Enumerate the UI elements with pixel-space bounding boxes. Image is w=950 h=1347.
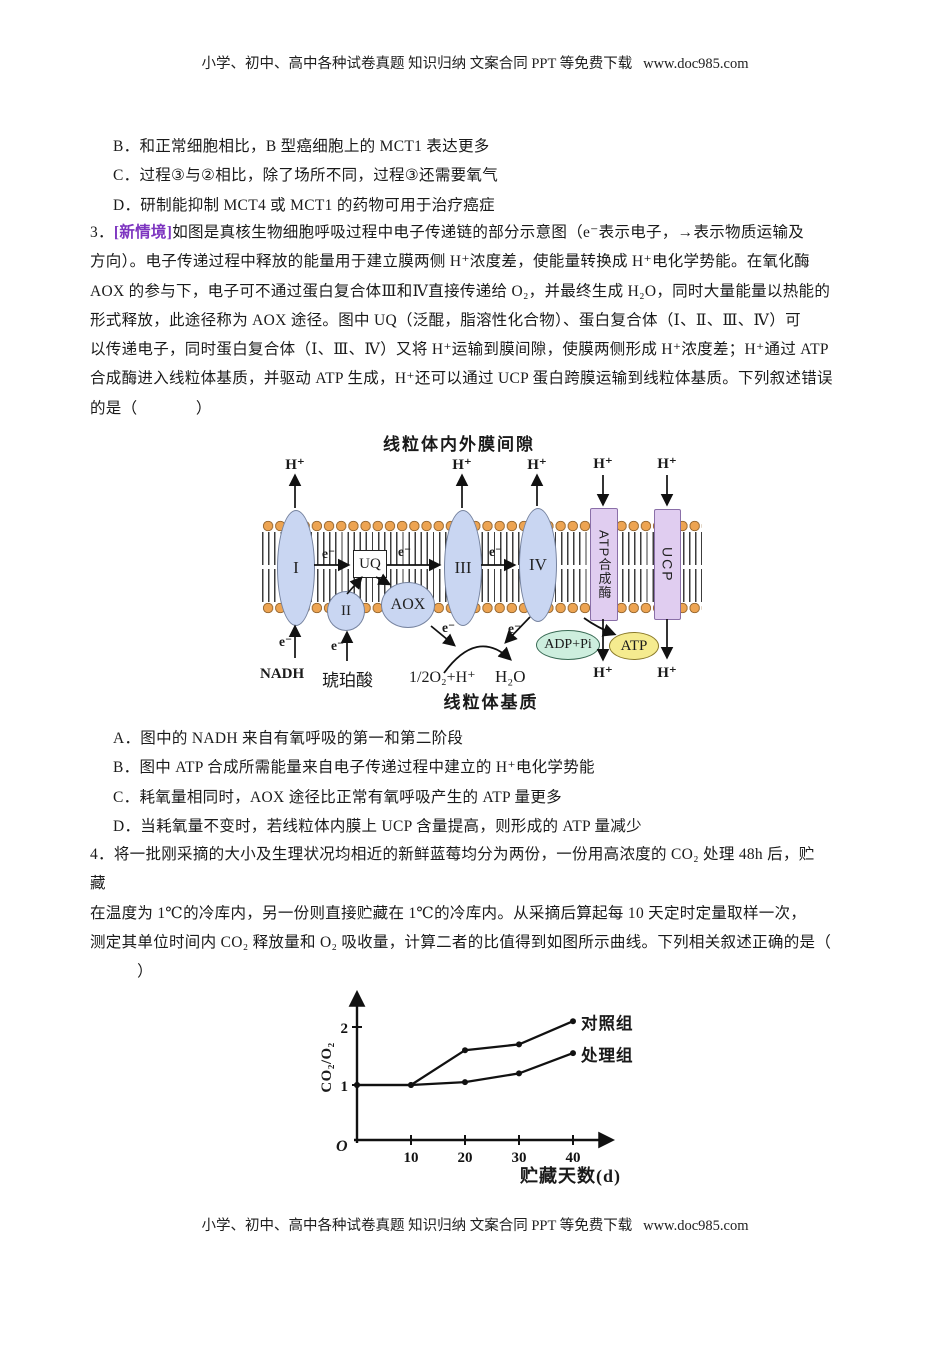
q4-line4: 测定其单位时间内 CO₂ 释放量和 O₂ 吸收量，计算二者的比值得到如图所示曲线… <box>90 933 832 951</box>
h-plus-label: H⁺ <box>657 665 677 681</box>
electron-label: e⁻ <box>331 638 345 653</box>
q3-stem-line5: 以传递电子，同时蛋白复合体（Ⅰ、Ⅲ、Ⅳ）又将 H⁺运输到膜间隙，使膜两侧形成 H… <box>90 341 829 359</box>
h-plus-label: H⁺ <box>452 457 472 473</box>
complex-IV-label: IV <box>529 555 547 574</box>
q4-line3: 在温度为 1℃的冷库内，另一份则直接贮藏在 1℃的冷库内。从采摘后算起每 10 … <box>90 904 807 922</box>
q4-line2: 藏 <box>90 875 106 893</box>
q3-stem: 3．[新情境]如图是真核生物细胞呼吸过程中电子传递链的部分示意图（e⁻表示电子，… <box>90 218 880 423</box>
q2-option-b: B．和正常细胞相比，B 型癌细胞上的 MCT1 表达更多 <box>113 138 490 155</box>
ucp-label: UCP <box>659 546 676 583</box>
h-plus-label: H⁺ <box>657 456 677 472</box>
electron-label: e⁻ <box>489 544 503 559</box>
electron-label: e⁻ <box>322 546 336 561</box>
header-watermark: 小学、初中、高中各种试卷真题 知识归纳 文案合同 PPT 等免费下载 www.d… <box>201 56 749 72</box>
complex-II-label: II <box>341 602 351 619</box>
x-tick-label: 10 <box>404 1150 419 1166</box>
q3-stem-line3: AOX 的参与下，电子可不通过蛋白复合体Ⅲ和Ⅳ直接传递给 O₂，并最终生成 H₂… <box>90 282 831 300</box>
diagram-arrows <box>288 473 674 674</box>
q3-number: 3． <box>90 224 114 241</box>
mitochondria-diagram: 线粒体内外膜间隙 I III IV II AOX UQ ATP合成酶 UCP A… <box>248 428 718 718</box>
q3-option-c: C．耗氧量相同时，AOX 途径比正常有氧呼吸产生的 ATP 量更多 <box>113 788 562 806</box>
legend-label-1: 处理组 <box>581 1046 634 1066</box>
x-tick-label: 20 <box>458 1150 473 1166</box>
q3-stem-line2: 方向）。电子传递过程中释放的能量用于建立膜两侧 H⁺浓度差，使能量转换成 H⁺电… <box>90 253 810 271</box>
complex-III-label: III <box>454 558 472 577</box>
complex-I: I <box>277 510 315 626</box>
q3-option-b: B．图中 ATP 合成所需能量来自电子传递过程中建立的 H⁺电化学势能 <box>113 759 595 777</box>
intermembrane-space-label: 线粒体内外膜间隙 <box>383 435 535 454</box>
h-plus-label: H⁺ <box>285 457 305 473</box>
adp-pi-label: ADP+Pi <box>544 637 592 652</box>
aox-enzyme: AOX <box>381 582 435 628</box>
complex-III: III <box>444 510 482 626</box>
y-tick-label: 1 <box>341 1079 349 1095</box>
x-tick-label: 30 <box>512 1150 527 1166</box>
co2-o2-ratio-chart: 10 20 30 40 1 2 CO₂/O₂ 贮藏天数(d) O 对照组处理组 <box>292 985 682 1210</box>
adp-pi-blob: ADP+Pi <box>536 630 600 660</box>
q2-options: B．和正常细胞相比，B 型癌细胞上的 MCT1 表达更多 C．过程③与②相比，除… <box>113 132 498 220</box>
y-tick-label: 2 <box>341 1021 349 1037</box>
complex-I-label: I <box>293 558 299 577</box>
chart-origin-label: O <box>336 1138 348 1155</box>
q3-options: A．图中的 NADH 来自有氧呼吸的第一和第二阶段 B．图中 ATP 合成所需能… <box>113 724 642 841</box>
aox-label: AOX <box>390 596 426 613</box>
complex-IV: IV <box>519 508 557 622</box>
q3-option-d: D．当耗氧量不变时，若线粒体内膜上 UCP 含量提高，则形成的 ATP 量减少 <box>113 817 642 835</box>
q2-option-d: D．研制能抑制 MCT4 或 MCT1 的药物可用于治疗癌症 <box>113 196 495 214</box>
atp-synthase-label: ATP合成酶 <box>596 529 612 600</box>
lipid-tails-upper <box>262 532 702 565</box>
q3-new-context-tag: [新情境] <box>113 224 173 241</box>
ucp-protein: UCP <box>654 509 681 620</box>
h-plus-label: H⁺ <box>593 665 613 681</box>
q3-option-a: A．图中的 NADH 来自有氧呼吸的第一和第二阶段 <box>113 730 464 747</box>
chart-y-axis-label: CO₂/O₂ <box>319 1042 335 1093</box>
electron-label: e⁻ <box>279 634 293 649</box>
q4-line5: ） <box>112 963 153 981</box>
water-label: H₂O <box>495 667 526 686</box>
atp-label: ATP <box>620 637 648 654</box>
h-plus-label: H⁺ <box>527 457 547 473</box>
q4-stem: 4．将一批刚采摘的大小及生理状况均相近的新鲜蓝莓均分为两份，一份用高浓度的 CO… <box>90 840 880 986</box>
electron-label: e⁻ <box>508 621 522 636</box>
atp-synthase: ATP合成酶 <box>590 508 618 621</box>
chart-x-axis-label: 贮藏天数(d) <box>520 1166 621 1186</box>
atp-blob: ATP <box>609 632 659 660</box>
complex-II: II <box>327 591 365 631</box>
h-plus-label: H⁺ <box>593 456 613 472</box>
oxygen-label: 1/2O₂+H⁺ <box>409 669 476 686</box>
nadh-label: NADH <box>260 666 305 682</box>
uq-carrier: UQ <box>353 550 387 578</box>
q3-stem-line6: 合成酶进入线粒体基质，并驱动 ATP 生成，H⁺还可以通过 UCP 蛋白跨膜运输… <box>90 370 833 388</box>
legend-label-0: 对照组 <box>581 1014 634 1034</box>
electron-label: e⁻ <box>442 620 456 635</box>
electron-label: e⁻ <box>398 544 412 559</box>
x-tick-label: 40 <box>566 1150 581 1166</box>
q3-stem-line1: 3．[新情境]如图是真核生物细胞呼吸过程中电子传递链的部分示意图（e⁻表示电子，… <box>90 218 880 247</box>
q4-line1: 4．将一批刚采摘的大小及生理状况均相近的新鲜蓝莓均分为两份，一份用高浓度的 CO… <box>90 846 815 863</box>
q3-stem-line4: 形式释放，此途径称为 AOX 途径。图中 UQ（泛醌，脂溶性化合物）、蛋白复合体… <box>90 311 801 329</box>
q2-option-c: C．过程③与②相比，除了场所不同，过程③还需要氧气 <box>113 167 499 185</box>
line-chart-canvas: 10 20 30 40 1 2 <box>341 989 616 1166</box>
matrix-label: 线粒体基质 <box>443 693 539 712</box>
q3-stem-line7: 的是（ ） <box>90 399 212 417</box>
q3-stem-line1-text: 如图是真核生物细胞呼吸过程中电子传递链的部分示意图（e⁻表示电子，→表示物质运输… <box>172 224 805 241</box>
uq-label: UQ <box>359 555 381 572</box>
succinate-label: 琥珀酸 <box>322 671 373 690</box>
footer-watermark: 小学、初中、高中各种试卷真题 知识归纳 文案合同 PPT 等免费下载 www.d… <box>201 1218 749 1234</box>
